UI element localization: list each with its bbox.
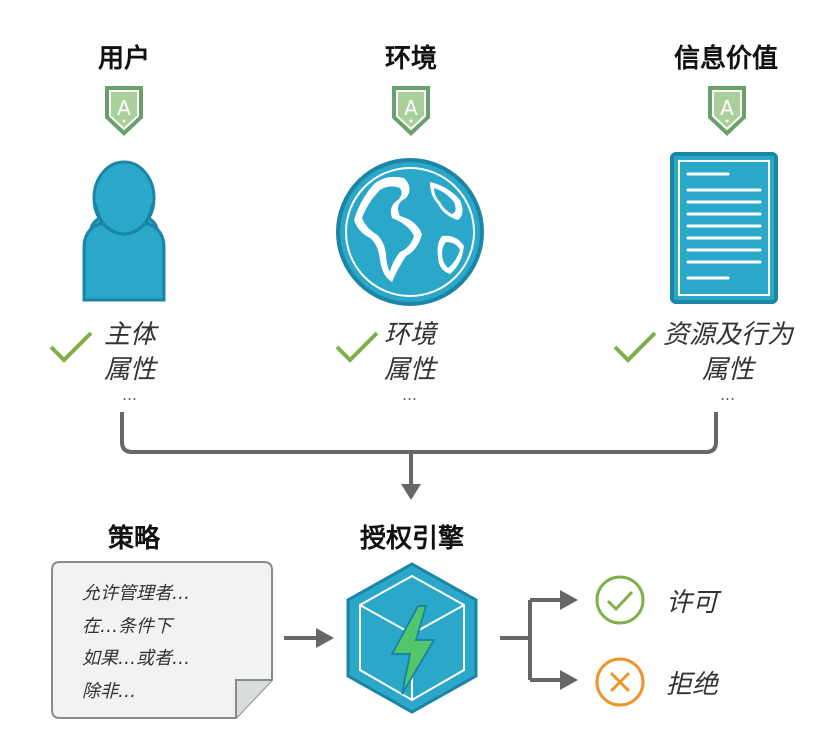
checkmark-icon <box>49 331 93 363</box>
attr-line2: 属性 <box>383 355 436 385</box>
shield-letter: A <box>117 96 131 120</box>
result-permit: 许可 <box>666 588 719 618</box>
merge-bracket <box>120 412 718 454</box>
user-icon <box>82 160 166 302</box>
attr-line1: 资源及行为 <box>662 320 793 350</box>
checkmark-icon <box>335 331 379 363</box>
attr-line2: 属性 <box>103 355 156 385</box>
policy-card <box>51 561 273 719</box>
check-circle-icon <box>595 575 645 625</box>
arrow-permit-head <box>560 590 578 610</box>
column-title-environment: 环境 <box>384 44 437 74</box>
attr-ellipsis: … <box>720 386 736 404</box>
checkmark-icon <box>613 331 657 363</box>
policy-line: 除非… <box>82 680 136 702</box>
shield-letter: A <box>720 96 734 120</box>
attr-ellipsis: … <box>122 386 138 404</box>
policy-line: 在…条件下 <box>82 615 172 637</box>
shield-letter: A <box>404 96 418 120</box>
lightning-icon <box>390 605 436 695</box>
attr-line1: 环境 <box>383 320 436 350</box>
attr-ellipsis: … <box>402 386 418 404</box>
shield-a-icon: A <box>392 86 430 136</box>
attr-subject: 主体 属性 … <box>100 318 160 403</box>
attr-resource-action: 资源及行为 属性 … <box>660 318 796 403</box>
policy-lines: 允许管理者… 在…条件下 如果…或者… 除非… <box>82 578 190 708</box>
attr-line1: 主体 <box>103 320 156 350</box>
policy-line: 如果…或者… <box>82 648 190 669</box>
arrow-policy-head <box>316 628 334 648</box>
shield-a-icon: A <box>708 86 746 136</box>
arrow-deny-head <box>560 670 578 690</box>
arrow-down-head <box>401 484 421 500</box>
branch-lines <box>500 598 562 682</box>
engine-title: 授权引擎 <box>360 524 465 554</box>
attr-environment: 环境 属性 … <box>380 318 440 403</box>
policy-line: 允许管理者… <box>82 583 190 604</box>
shield-a-icon: A <box>105 86 143 136</box>
document-icon <box>670 152 778 304</box>
globe-icon <box>336 158 484 306</box>
column-title-user: 用户 <box>97 44 150 74</box>
column-title-info-value: 信息价值 <box>673 44 778 74</box>
policy-title: 策略 <box>108 524 161 554</box>
result-deny: 拒绝 <box>666 670 719 700</box>
engine-cube-icon <box>346 562 478 714</box>
attr-line2: 属性 <box>701 355 754 385</box>
x-circle-icon <box>595 657 645 707</box>
